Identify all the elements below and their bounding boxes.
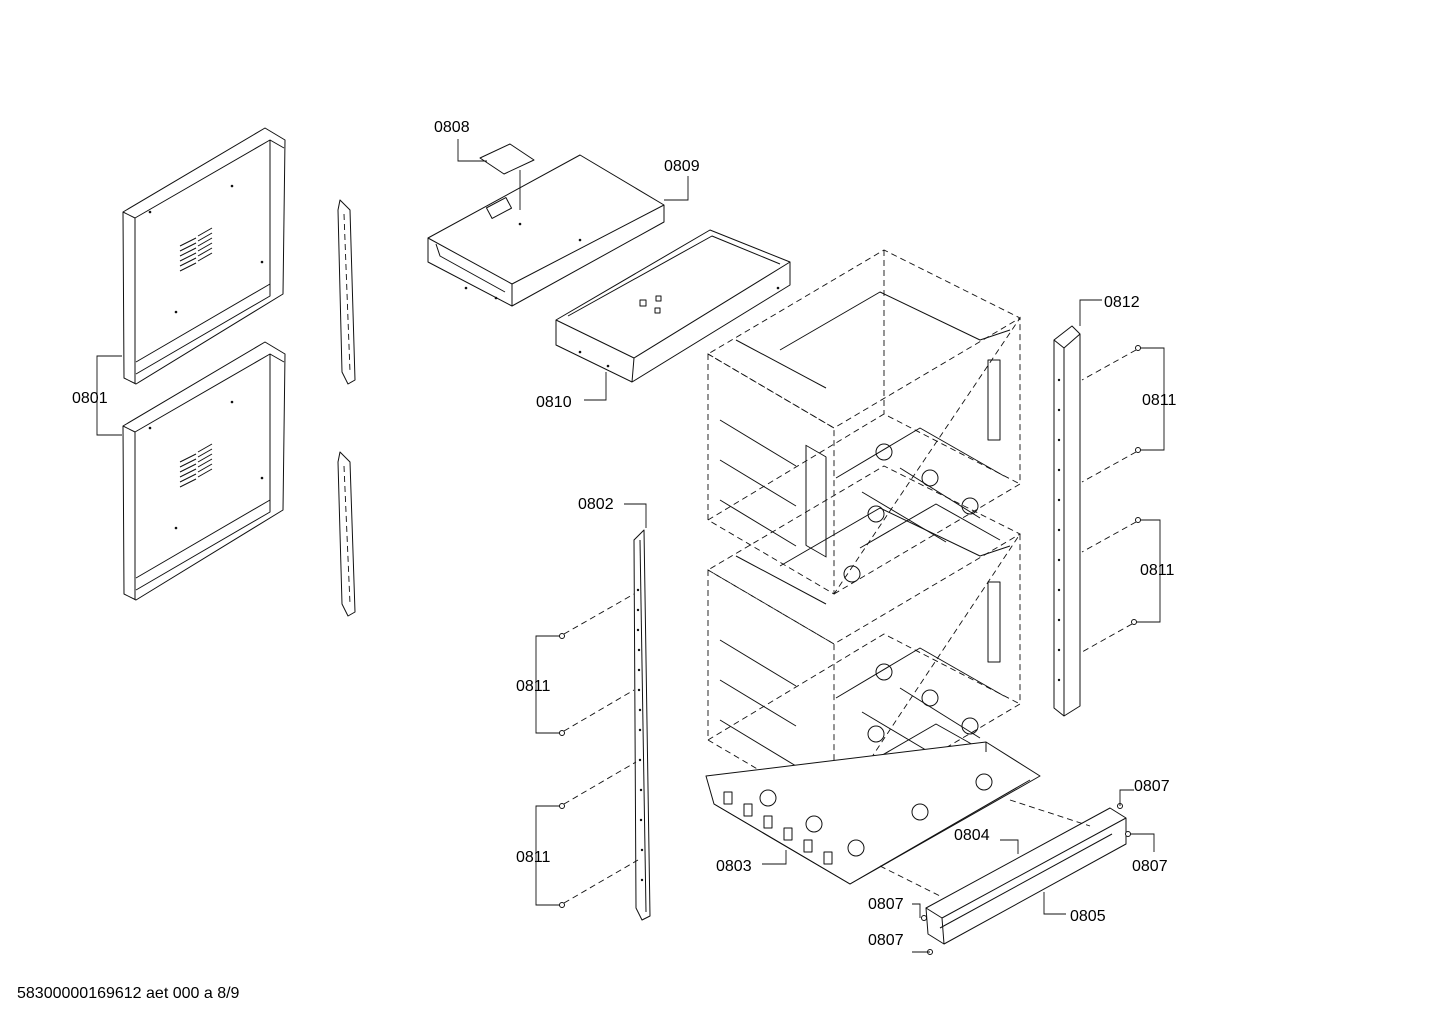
leader-0810 (584, 372, 607, 401)
leader-0807-b (1130, 833, 1155, 852)
side-panel-lower (122, 341, 286, 601)
leader-0801 (96, 355, 122, 436)
leader-0802 (624, 503, 647, 528)
leader-0807-a (1119, 789, 1134, 806)
top-cover-0809 (427, 154, 665, 307)
leader-0804 (1000, 839, 1019, 854)
label-0808: 0808 (434, 119, 470, 136)
small-cover-plate-0808 (479, 143, 535, 175)
label-0805: 0805 (1070, 908, 1106, 925)
label-0807-c: 0807 (868, 896, 904, 913)
leader-0803 (762, 850, 787, 865)
label-0807-a: 0807 (1134, 778, 1170, 795)
screws-0811-right (1131, 345, 1141, 625)
side-panel-upper (122, 127, 286, 385)
label-0811-c: 0811 (1142, 392, 1177, 409)
rail-0812 (1053, 325, 1081, 717)
leader-0811-b (535, 805, 560, 906)
leader-0812 (1079, 299, 1102, 326)
leader-0807-c (912, 903, 921, 918)
rail-0802 (633, 529, 651, 921)
label-0802: 0802 (578, 496, 614, 513)
leader-0811-c (1140, 347, 1165, 451)
screw-0807-b (1125, 831, 1131, 837)
label-0803: 0803 (716, 858, 752, 875)
leader-0811-d (1136, 519, 1161, 623)
document-footer-code: 58300000169612 aet 000 a 8/9 (17, 985, 240, 1002)
label-0804: 0804 (954, 827, 990, 844)
label-0812: 0812 (1104, 294, 1140, 311)
label-0807-d: 0807 (868, 932, 904, 949)
leader-0808 (457, 139, 487, 162)
label-0801: 0801 (72, 390, 108, 407)
base-tray-0803 (705, 741, 1041, 885)
side-rail-upper (337, 199, 356, 385)
front-trim-0804 (925, 807, 1127, 945)
screw-0807-c (921, 915, 927, 921)
label-0811-b: 0811 (516, 849, 551, 866)
leader-0805 (1043, 892, 1066, 915)
leader-0809 (664, 176, 689, 201)
leader-0811-a (535, 635, 560, 734)
side-rail-lower (337, 451, 356, 617)
channel-0810 (555, 229, 791, 383)
label-0809: 0809 (664, 158, 700, 175)
label-0810: 0810 (536, 394, 572, 411)
cavity-frame-lower (707, 465, 1021, 815)
cavity-frame-upper (707, 249, 1021, 595)
label-0807-b: 0807 (1132, 858, 1168, 875)
label-0811-a: 0811 (516, 678, 551, 695)
screws-0811-left (559, 633, 565, 908)
label-0811-d: 0811 (1140, 562, 1175, 579)
